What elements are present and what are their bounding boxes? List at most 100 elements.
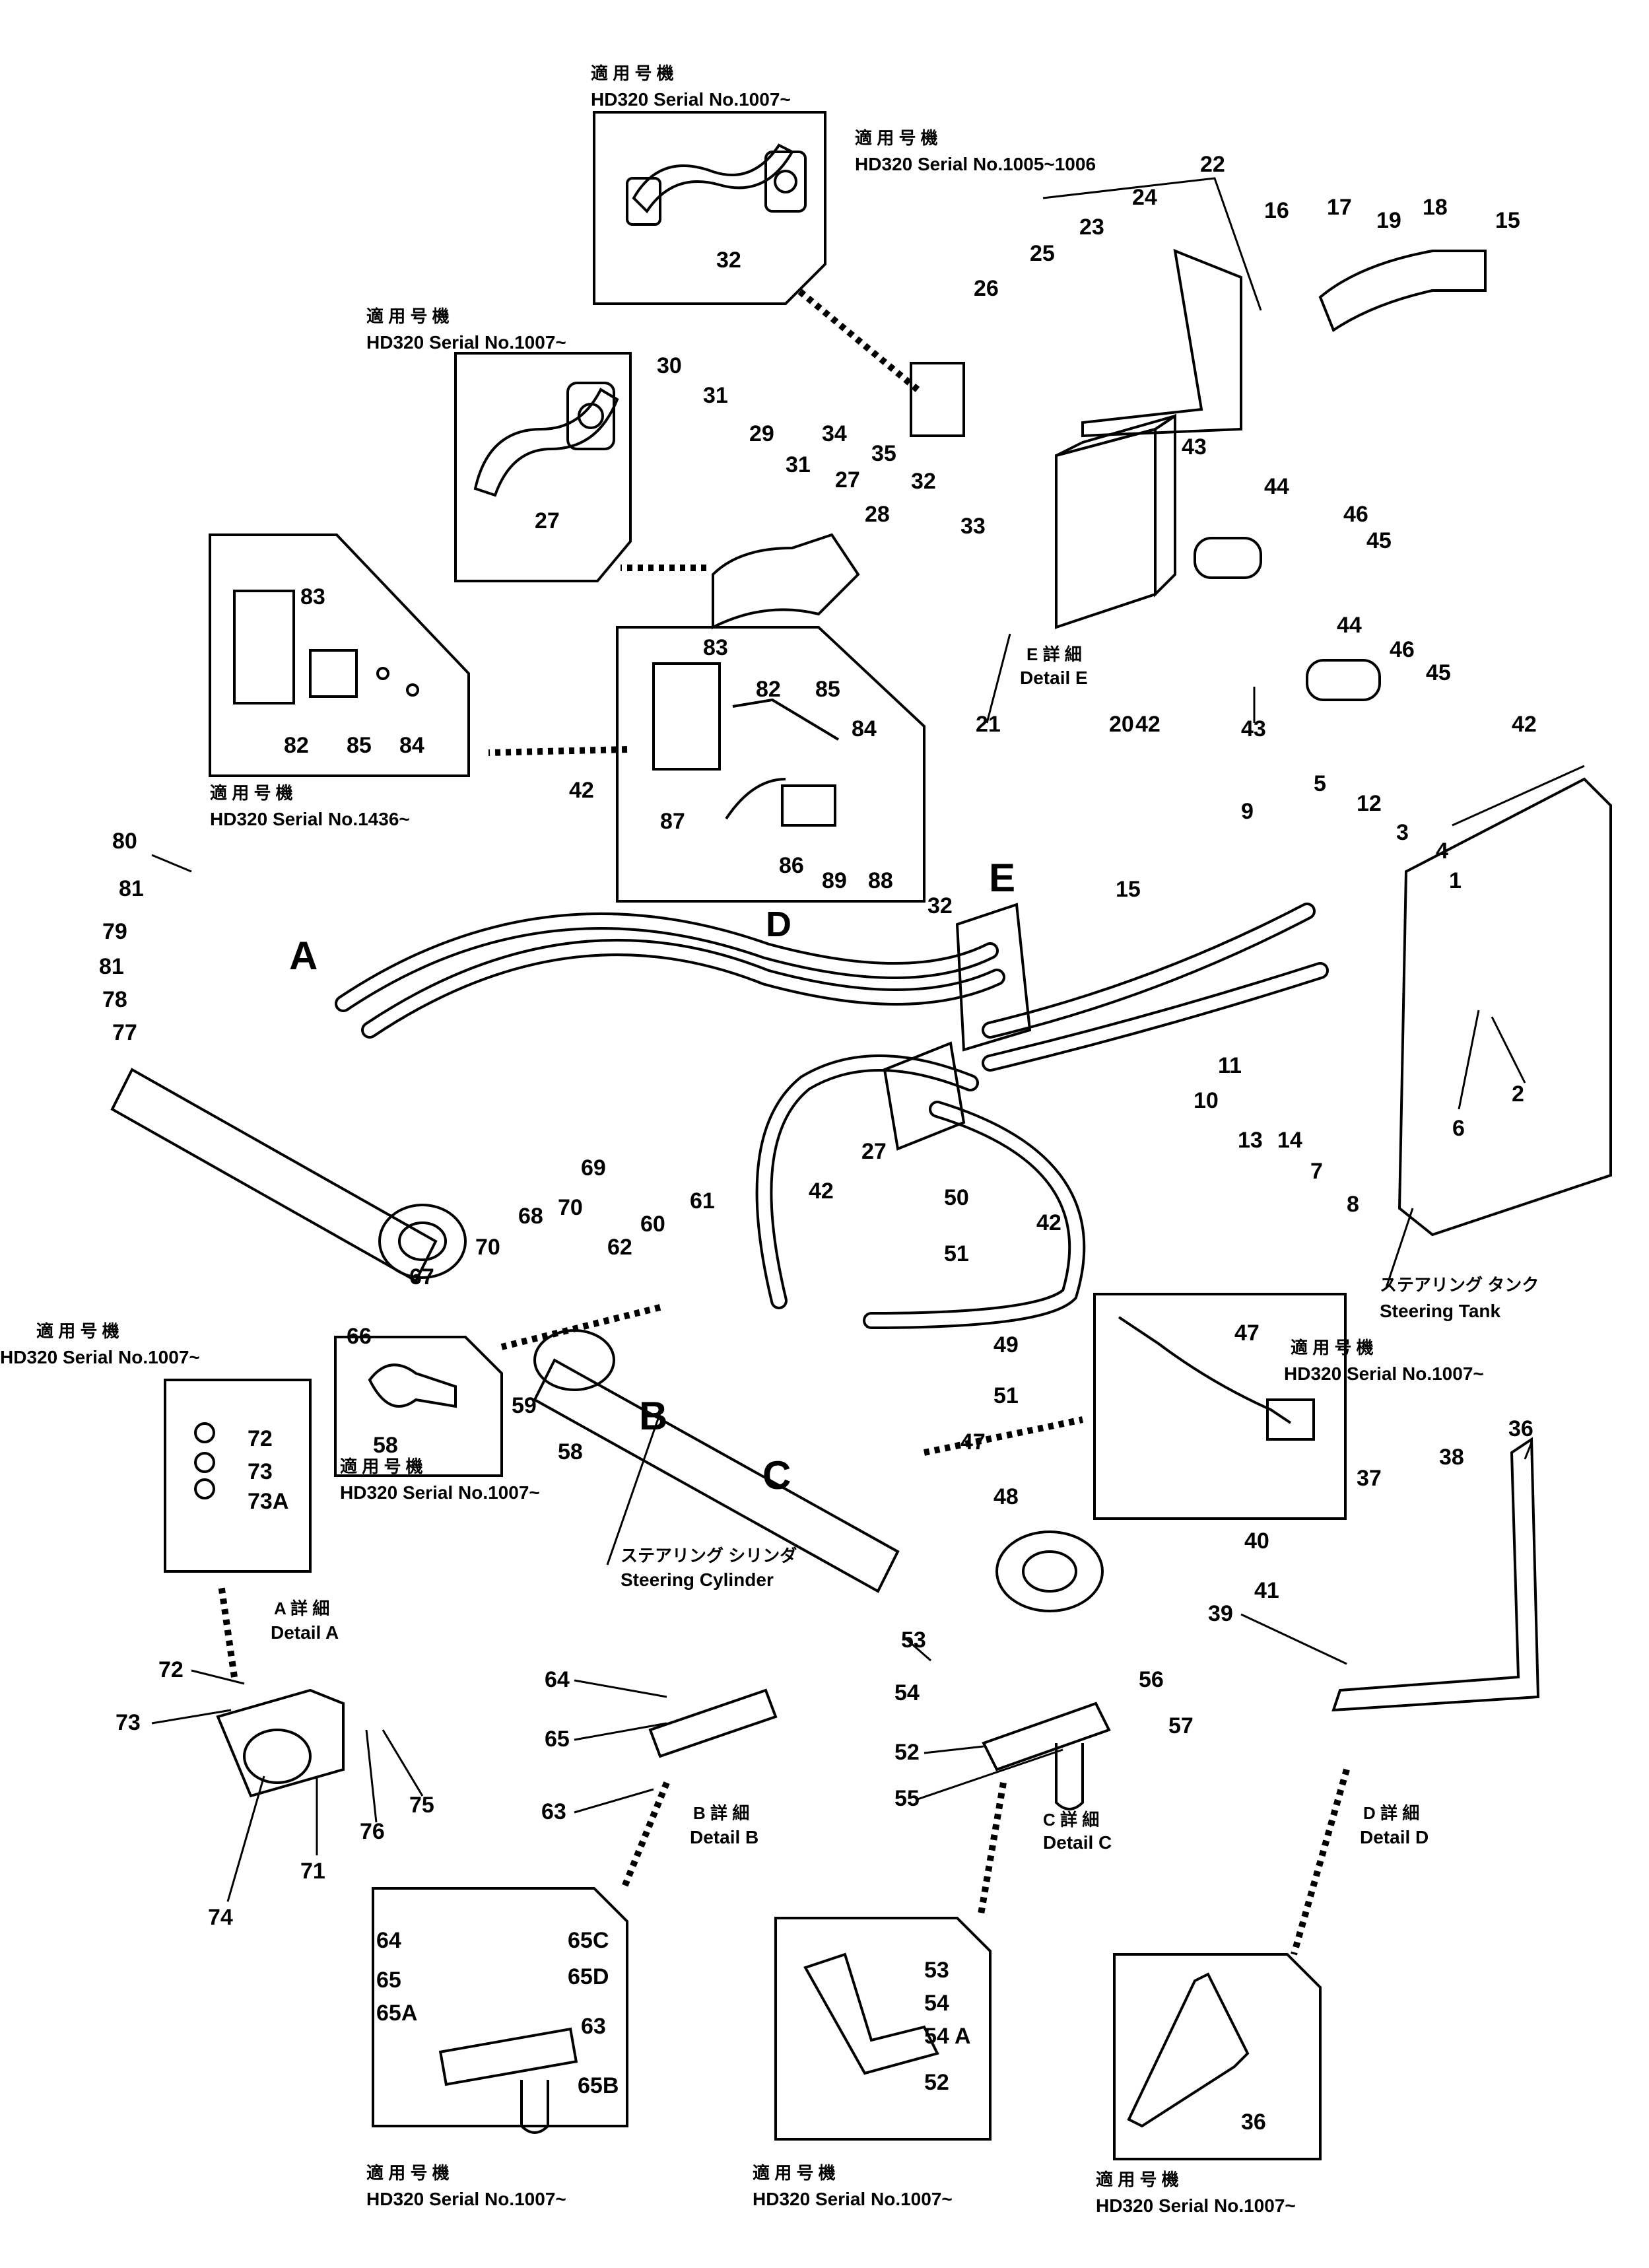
- label-41: 41: [1254, 1578, 1279, 1603]
- label-29: 29: [749, 421, 774, 446]
- detail-d-jp: D 詳 細: [1363, 1803, 1419, 1823]
- label-42-b: 42: [1512, 712, 1537, 737]
- label-52-inset: 52: [924, 2070, 949, 2095]
- label-9: 9: [1241, 799, 1254, 824]
- detail-b-jp: B 詳 細: [693, 1803, 749, 1823]
- view-letter-a: A: [289, 934, 318, 978]
- view-letter-d: D: [766, 905, 791, 944]
- label-49: 49: [993, 1332, 1019, 1357]
- part-labels: 1 2 3 4 5 6 7 8 9 10 11 12 13 14 15 15 1…: [99, 152, 1537, 1930]
- inset-32-jp: 適 用 号 機: [591, 63, 674, 83]
- label-40: 40: [1244, 1529, 1269, 1554]
- label-72-inset: 72: [248, 1426, 273, 1451]
- view-letters: A B C D E: [289, 856, 1015, 1497]
- label-65B: 65B: [578, 2073, 619, 2098]
- label-38: 38: [1439, 1445, 1464, 1470]
- detail-c-jp: C 詳 細: [1043, 1810, 1099, 1830]
- label-69: 69: [581, 1155, 606, 1181]
- label-84-inset: 84: [399, 733, 424, 758]
- detail-e-jp: E 詳 細: [1026, 644, 1082, 664]
- callout-arrows: [218, 288, 1350, 1956]
- label-73: 73: [116, 1710, 141, 1735]
- label-50: 50: [944, 1185, 969, 1210]
- tank-label-en: Steering Tank: [1380, 1301, 1501, 1321]
- detail-b-en: Detail B: [690, 1827, 758, 1847]
- label-32-fitting: 32: [911, 469, 936, 494]
- label-43-a: 43: [1182, 434, 1207, 460]
- label-8: 8: [1347, 1192, 1359, 1217]
- label-32-main: 32: [927, 893, 953, 918]
- label-52: 52: [894, 1740, 920, 1765]
- label-37: 37: [1357, 1466, 1382, 1491]
- label-61: 61: [690, 1188, 715, 1214]
- view-letter-e: E: [989, 856, 1015, 900]
- inset-58: 58 適 用 号 機 HD320 Serial No.1007~: [334, 1336, 540, 1503]
- cylinder-label-jp: ステアリング シリンダ: [621, 1546, 797, 1565]
- label-46-a: 46: [1343, 502, 1368, 527]
- label-5: 5: [1314, 771, 1326, 796]
- component-labels: ステアリング タンク Steering Tank ステアリング シリンダ Ste…: [606, 1208, 1539, 1590]
- label-35: 35: [871, 441, 896, 466]
- label-53-inset: 53: [924, 1958, 949, 1983]
- label-31-b: 31: [786, 452, 811, 477]
- view-letter-c: C: [762, 1453, 791, 1497]
- detail-captions: A 詳 細 Detail A B 詳 細 Detail B C 詳 細 Deta…: [271, 644, 1429, 1853]
- inset-27: 27 適 用 号 機 HD320 Serial No.1007~: [366, 306, 632, 582]
- label-53: 53: [901, 1628, 926, 1653]
- label-74: 74: [208, 1905, 233, 1930]
- label-48: 48: [993, 1484, 1019, 1509]
- label-85-inset: 85: [347, 733, 372, 758]
- label-13: 13: [1238, 1128, 1263, 1153]
- label-75: 75: [409, 1793, 434, 1818]
- label-58-inset: 58: [373, 1433, 398, 1458]
- label-76: 76: [360, 1819, 385, 1844]
- label-78: 78: [102, 987, 127, 1012]
- label-67: 67: [409, 1264, 434, 1289]
- label-20: 20: [1109, 712, 1134, 737]
- label-84-box: 84: [852, 716, 877, 741]
- inset-83: 83 82 85 84 適 用 号 機 HD320 Serial No.1436…: [209, 533, 470, 829]
- inset-47-jp: 適 用 号 機: [1291, 1338, 1374, 1357]
- label-17: 17: [1327, 195, 1352, 220]
- inset-82-detail-box: 83 82 85 84 87 86 89 88: [616, 626, 925, 903]
- label-25: 25: [1030, 241, 1055, 266]
- label-73A: 73A: [248, 1489, 288, 1514]
- label-55: 55: [894, 1786, 920, 1811]
- inset-36-jp: 適 用 号 機: [1096, 2170, 1179, 2189]
- label-70-b: 70: [475, 1235, 500, 1260]
- label-62: 62: [607, 1235, 632, 1260]
- label-42-a: 42: [1135, 712, 1161, 737]
- label-18: 18: [1423, 195, 1448, 220]
- label-71: 71: [300, 1859, 325, 1884]
- label-3: 3: [1396, 820, 1409, 845]
- inset-36-serial: HD320 Serial No.1007~: [1096, 2195, 1296, 2216]
- label-46-b: 46: [1390, 637, 1415, 662]
- inset-47-serial: HD320 Serial No.1007~: [1284, 1363, 1484, 1384]
- label-63: 63: [541, 1799, 566, 1824]
- label-39: 39: [1208, 1601, 1233, 1626]
- label-70-a: 70: [558, 1195, 583, 1220]
- inset-e-applicable: 適 用 号 機 HD320 Serial No.1005~1006: [855, 128, 1262, 311]
- label-54-inset: 54: [924, 1991, 949, 2016]
- label-42-e: 42: [1036, 1210, 1061, 1235]
- label-65D: 65D: [568, 1964, 609, 1989]
- label-64-inset: 64: [376, 1928, 401, 1953]
- label-24: 24: [1132, 185, 1157, 210]
- label-22: 22: [1200, 152, 1225, 177]
- label-64: 64: [545, 1667, 570, 1692]
- inset-83-jp: 適 用 号 機: [210, 783, 293, 803]
- label-66: 66: [347, 1324, 372, 1349]
- label-79: 79: [102, 919, 127, 944]
- label-82-box: 82: [756, 677, 781, 702]
- main-assembly: [110, 248, 1612, 1810]
- label-14: 14: [1277, 1128, 1302, 1153]
- inset-27-jp: 適 用 号 機: [366, 306, 450, 326]
- label-7: 7: [1310, 1159, 1323, 1184]
- label-34: 34: [822, 421, 847, 446]
- label-36: 36: [1508, 1416, 1533, 1441]
- label-10: 10: [1194, 1088, 1219, 1113]
- cylinder-label-en: Steering Cylinder: [621, 1569, 774, 1590]
- label-68: 68: [518, 1204, 543, 1229]
- label-65-inset: 65: [376, 1968, 401, 1993]
